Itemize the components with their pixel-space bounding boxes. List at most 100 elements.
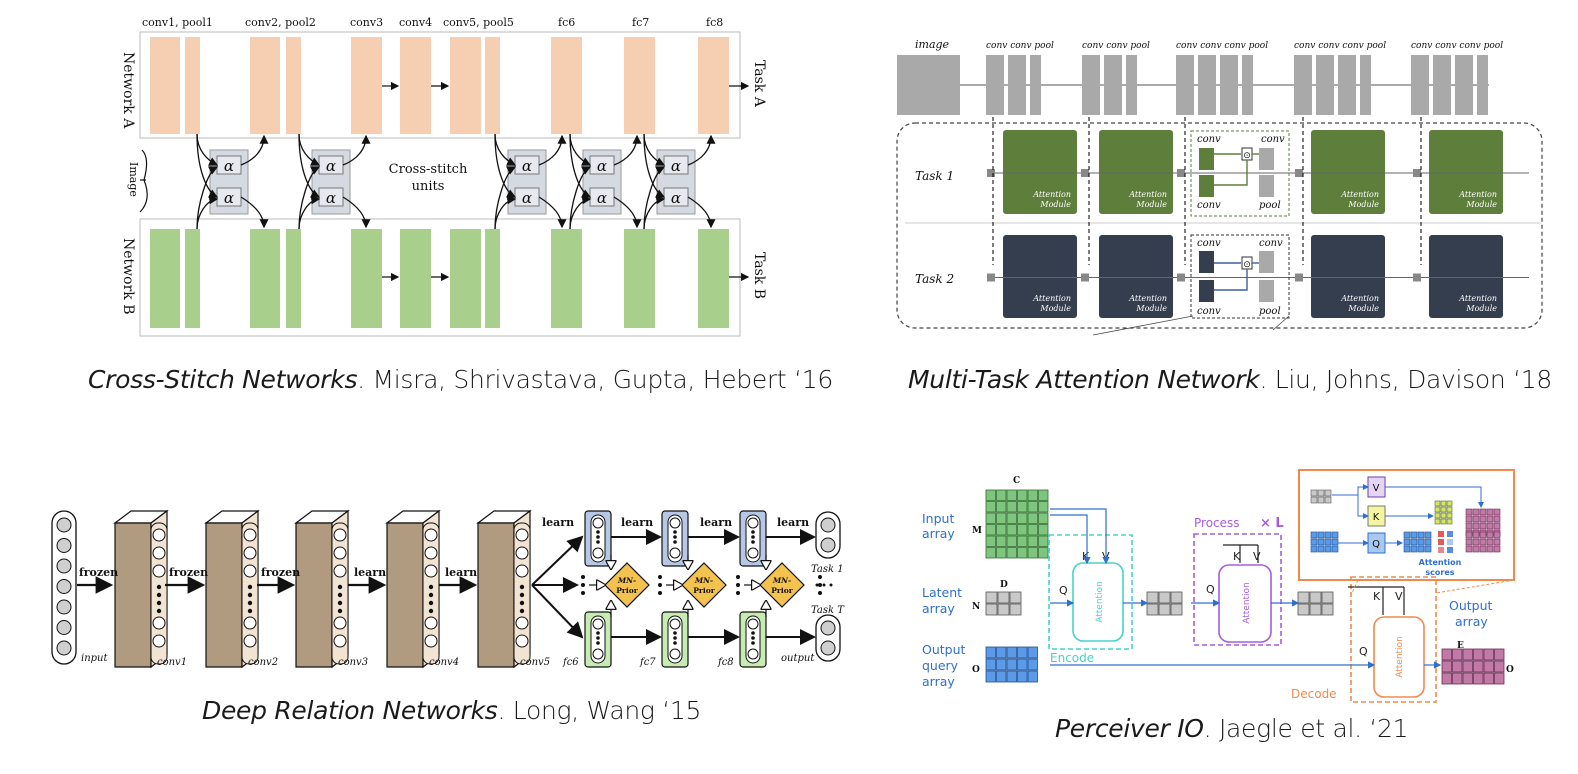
block-header: conv conv pool — [986, 41, 1054, 51]
attention-label: Attention — [1242, 582, 1252, 624]
q-label: Q — [1372, 539, 1380, 550]
cross-stitch-svg: conv1, pool1 conv2, pool2 conv3 conv4 co… — [120, 16, 767, 337]
cross-stitch-unit: αα — [494, 133, 567, 230]
alpha-symbol: α — [522, 189, 532, 207]
conv-layer-label: conv1 — [157, 657, 187, 668]
mtan-image-block — [897, 55, 960, 115]
conv-label: conv — [1261, 134, 1285, 145]
alpha-symbol: α — [597, 157, 607, 175]
mn-prior: MN-Prior — [604, 562, 650, 608]
input-array — [985, 489, 1049, 559]
conv-label: conv — [1197, 238, 1221, 249]
output-array — [1441, 648, 1505, 685]
conv-layer: conv5 — [476, 509, 550, 669]
task1-label: Task 1 — [915, 169, 954, 183]
times-l-label: × L — [1260, 516, 1284, 531]
layer-label: fc8 — [706, 16, 723, 29]
network-a-frame — [139, 31, 741, 139]
inset-query — [1310, 531, 1339, 553]
conv-layer: conv3 — [294, 509, 368, 669]
shared-conv-block: conv conv pool — [1082, 41, 1150, 115]
cross-stitch-unit: αα — [569, 133, 642, 230]
perceiver-svg: Input array Latent array Output query ar… — [922, 469, 1515, 703]
latent-array-label: Latent — [922, 585, 962, 600]
task-b-label: Task B — [751, 252, 767, 299]
perceiver-diagram: Input array Latent array Output query ar… — [918, 465, 1518, 710]
cross-stitch-diagram: conv1, pool1 conv2, pool2 conv3 conv4 co… — [110, 0, 770, 345]
block-header: conv conv conv pool — [1294, 41, 1386, 51]
output-array-label: array — [1455, 614, 1488, 629]
v-label: V — [1373, 483, 1380, 494]
caption-title: Deep Relation Networks — [202, 696, 498, 725]
inset-latent — [1310, 489, 1332, 504]
attention-inset — [1298, 469, 1515, 581]
k-label: K — [1082, 550, 1090, 563]
inset-output — [1465, 531, 1501, 553]
cross-stitch-unit: αα — [643, 133, 716, 230]
fc-layer-task1 — [661, 510, 689, 567]
fc-layer-taskT — [739, 611, 767, 668]
conv-layer-label: conv4 — [429, 657, 459, 668]
attention-scores-label: Attention — [1419, 558, 1462, 567]
frozen-label: frozen — [169, 566, 208, 579]
v-label: V — [1253, 550, 1261, 563]
mtan-attention-modules: AttentionModuleAttentionModuleAttentionM… — [987, 117, 1529, 318]
alpha-symbol: α — [224, 157, 234, 175]
shared-conv-block: conv conv pool — [986, 41, 1054, 115]
learn-label: learn — [700, 516, 732, 529]
learn-label: learn — [354, 566, 386, 579]
encode-label: Encode — [1050, 651, 1094, 665]
units-label: units — [412, 179, 445, 194]
output-query-array — [985, 646, 1038, 683]
mn-prior: MN-Prior — [759, 562, 805, 608]
attention-module-label: Module — [1135, 304, 1167, 313]
v-label: V — [1395, 590, 1403, 603]
attention-module-label: Attention — [1032, 190, 1071, 199]
dim-label: O — [972, 665, 980, 675]
block-header: conv conv pool — [1082, 41, 1150, 51]
conv-layer: conv1 — [113, 509, 187, 669]
learn-label: learn — [777, 516, 809, 529]
conv-layer: conv2 — [204, 509, 278, 669]
k-label: K — [1373, 590, 1381, 603]
output-query-label: query — [922, 658, 959, 673]
output-label: output — [781, 653, 815, 664]
network-a-layers — [150, 37, 729, 134]
attention-module-label: Module — [1465, 200, 1497, 209]
latent-array-processed — [1297, 591, 1334, 616]
attention-module-label: Attention — [1340, 294, 1379, 303]
layer-label: conv1, pool1 — [142, 16, 213, 29]
process-box — [1193, 533, 1282, 646]
cross-stitch-unit: αα — [196, 133, 269, 230]
alpha-symbol: α — [671, 189, 681, 207]
q-label: Q — [1059, 584, 1068, 597]
conv-layer-label: conv3 — [338, 657, 368, 668]
units-label: Cross-stitch — [389, 162, 468, 177]
attention-module-label: Module — [1135, 200, 1167, 209]
shared-conv-block: conv conv conv pool — [1294, 41, 1386, 115]
prior-label: MN- — [694, 576, 713, 585]
layer-label: conv2, pool2 — [245, 16, 316, 29]
shared-conv-block: conv conv conv pool — [1176, 41, 1268, 115]
caption-mtan: Multi-Task Attention Network. Liu, Johns… — [908, 365, 1552, 394]
fc-layer-taskT — [584, 611, 612, 668]
dim-label: M — [972, 526, 982, 536]
q-label: Q — [1359, 645, 1368, 658]
prior-label: Prior — [693, 586, 715, 595]
fc-layer-task1 — [739, 510, 767, 567]
fc-layer-label: fc7 — [639, 657, 656, 668]
decode-label: Decode — [1291, 687, 1337, 701]
prior-label: MN- — [772, 576, 791, 585]
attention-module-label: Attention — [1458, 190, 1497, 199]
output-query-label: array — [922, 674, 955, 689]
conv-layer-label: conv5 — [520, 657, 550, 668]
alpha-symbol: α — [597, 189, 607, 207]
output-query-label: Output — [922, 642, 966, 657]
pool-label: pool — [1259, 306, 1281, 317]
